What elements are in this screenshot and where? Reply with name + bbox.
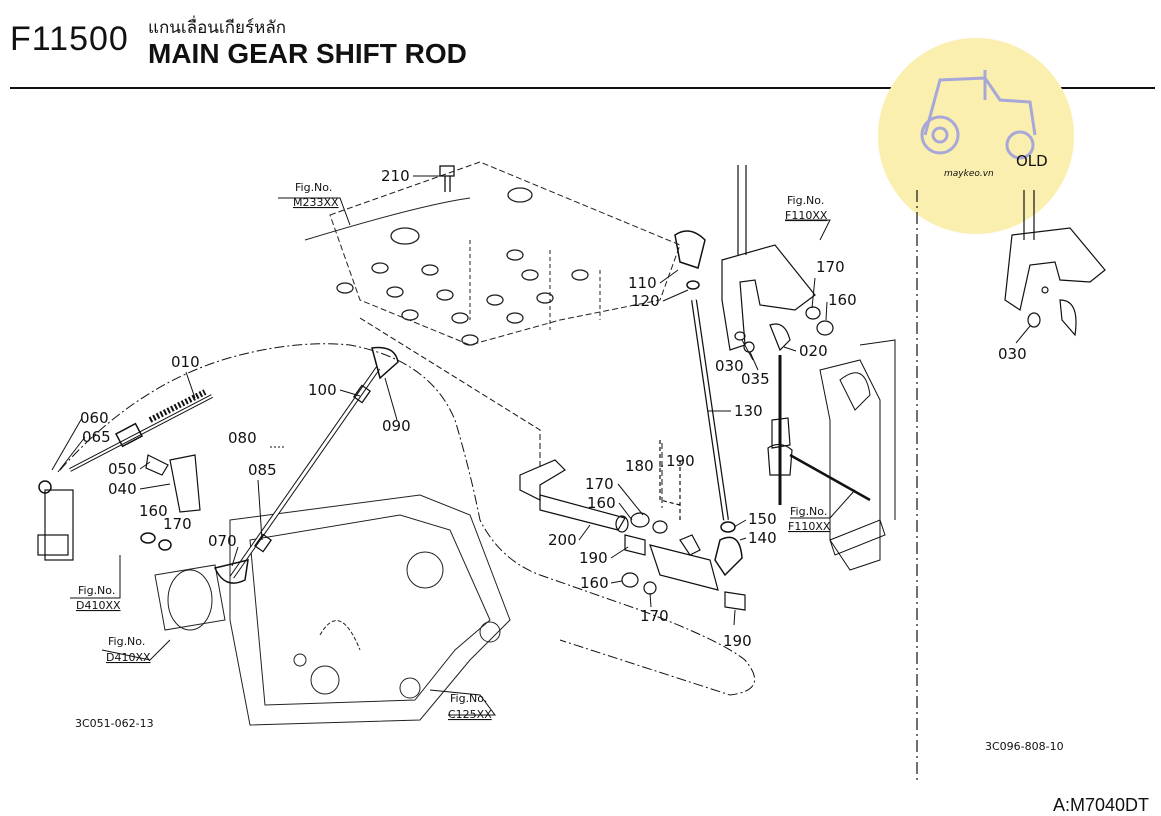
upper-lever (721, 165, 834, 505)
fig-ref-label: Fig.No. (787, 194, 824, 207)
callout-130: 130 (734, 402, 763, 420)
callout-160-low: 160 (580, 574, 609, 592)
callout-200: 200 (548, 531, 577, 549)
callout-110: 110 (628, 274, 657, 292)
shift-rod-130 (674, 230, 743, 577)
watermark-subtext: maykeo.vn (944, 169, 994, 179)
fig-ref-f110xx-top: F110XX (785, 209, 828, 222)
guide-line (359, 317, 541, 470)
page-title: MAIN GEAR SHIFT ROD (148, 38, 467, 69)
title-thai: แกนเลื่อนเกียร์หลัก (148, 18, 287, 38)
fig-ref-m233xx: M233XX (293, 196, 339, 209)
callout-190-low: 190 (723, 632, 752, 650)
callout-050: 050 (108, 460, 137, 478)
callout-170-mid: 170 (585, 475, 614, 493)
model-code: A:M7040DT (1052, 795, 1149, 815)
leader-lines (51, 175, 1031, 716)
fig-ref-label: Fig.No. (78, 584, 115, 597)
callout-020: 020 (799, 342, 828, 360)
callout-010: 010 (171, 353, 200, 371)
callout-150: 150 (748, 510, 777, 528)
tractor-icon (920, 70, 1037, 160)
callout-070: 070 (208, 532, 237, 550)
callout-160-mid: 160 (587, 494, 616, 512)
callout-labels: 210 010 060 065 050 040 160 170 070 080 … (80, 167, 1027, 650)
callout-065: 065 (82, 428, 111, 446)
callout-060: 060 (80, 409, 109, 427)
callout-170-low: 170 (640, 607, 669, 625)
callout-030-inset: 030 (998, 345, 1027, 363)
callout-180: 180 (625, 457, 654, 475)
fig-ref-f110xx-low: F110XX (788, 520, 831, 533)
shift-rod-080 (213, 346, 399, 584)
lever-assembly (519, 440, 746, 611)
fig-ref-label: Fig.No. (790, 505, 827, 518)
housing-top (304, 161, 681, 346)
page-code: F11500 (10, 20, 129, 58)
callout-030-center: 030 (715, 357, 744, 375)
watermark-circle (878, 38, 1074, 234)
washers-left (140, 532, 172, 551)
fig-ref-label: Fig.No. (108, 635, 145, 648)
callout-210: 210 (381, 167, 410, 185)
fig-ref-label: Fig.No. (295, 181, 332, 194)
cable-bracket (37, 454, 201, 561)
callout-120: 120 (631, 292, 660, 310)
watermark: OLD maykeo.vn (878, 38, 1074, 234)
callout-085: 085 (248, 461, 277, 479)
callout-080: 080 (228, 429, 257, 447)
right-frame (789, 339, 896, 571)
diagram-code-right: 3C096-808-10 (985, 740, 1064, 753)
bolt-210 (439, 165, 455, 192)
callout-160-left: 160 (139, 502, 168, 520)
fig-references: Fig.No. M233XX Fig.No. F110XX Fig.No. F1… (76, 181, 831, 721)
diagram-code-left: 3C051-062-13 (75, 717, 154, 730)
callout-160-right: 160 (828, 291, 857, 309)
callout-170-left: 170 (163, 515, 192, 533)
gear-case (154, 494, 511, 726)
callout-090: 090 (382, 417, 411, 435)
fig-ref-c125xx: C125XX (448, 708, 492, 721)
fig-ref-d410xx-b: D410XX (106, 651, 151, 664)
callout-170-right: 170 (816, 258, 845, 276)
callout-140: 140 (748, 529, 777, 547)
outline-boundary (59, 343, 755, 696)
callout-190-mid: 190 (579, 549, 608, 567)
fig-ref-d410xx-a: D410XX (76, 599, 121, 612)
header-rule (10, 87, 1155, 89)
callout-040: 040 (108, 480, 137, 498)
callout-190-top: 190 (666, 452, 695, 470)
inset-lever (1004, 190, 1106, 337)
callout-035: 035 (741, 370, 770, 388)
callout-100: 100 (308, 381, 337, 399)
watermark-text: OLD (1016, 152, 1048, 170)
fig-ref-label: Fig.No. (450, 692, 487, 705)
